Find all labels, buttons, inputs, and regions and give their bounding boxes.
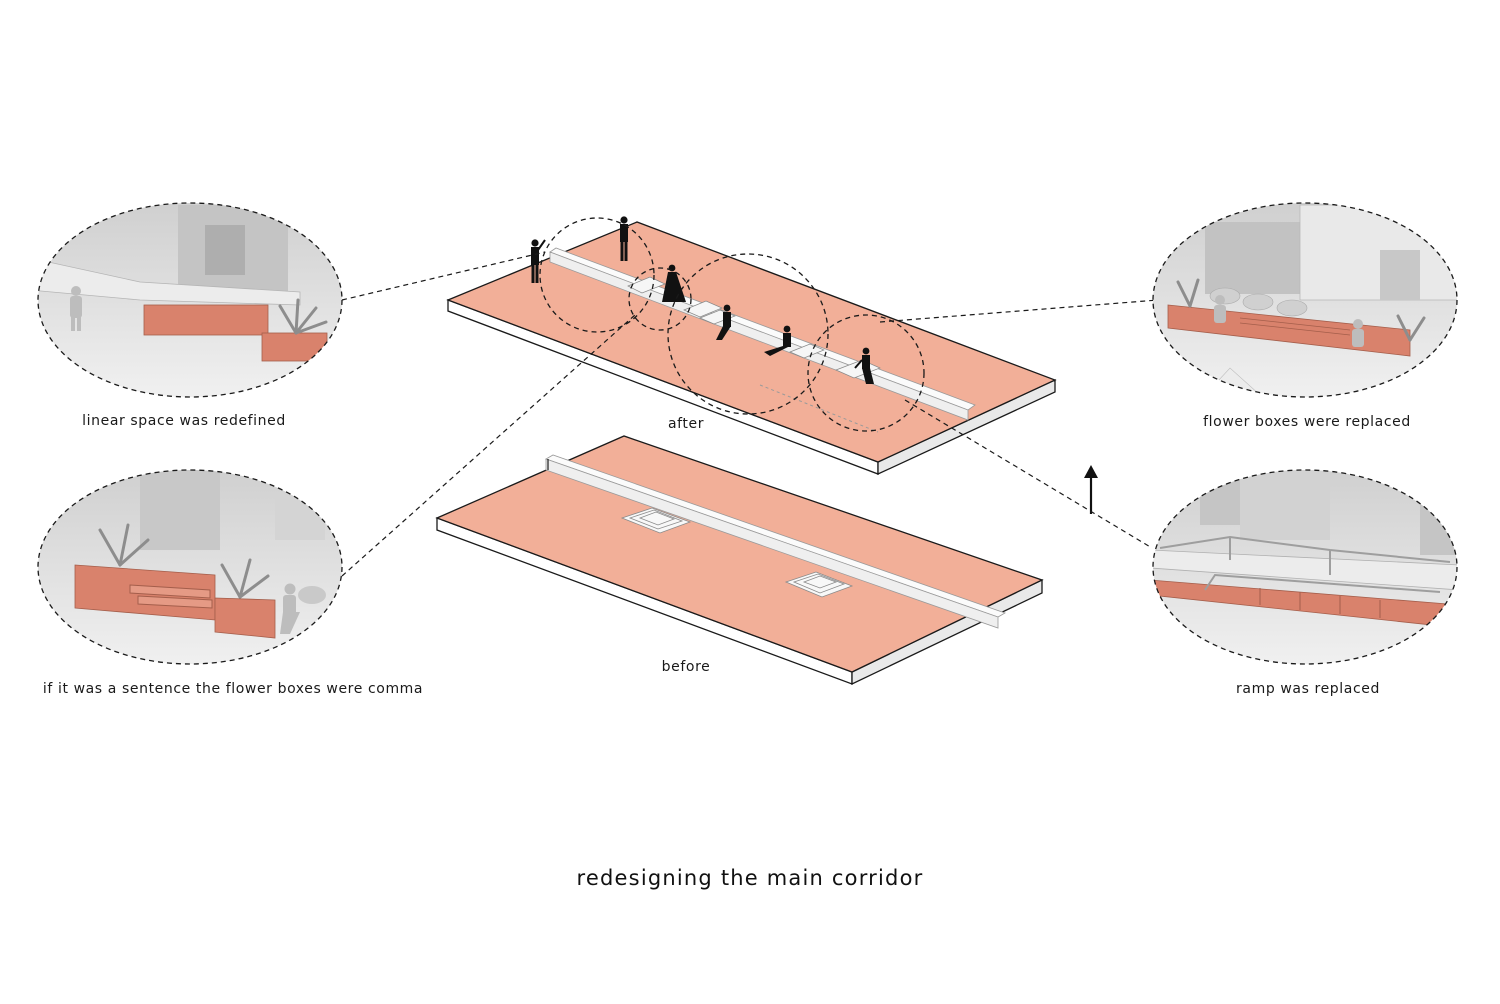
vignette-outline xyxy=(1152,469,1458,665)
before-planter xyxy=(784,571,854,598)
label-before: before xyxy=(661,659,711,675)
person-standing-icon xyxy=(531,239,546,283)
after-seating-blocks xyxy=(627,276,881,379)
vignette-outline xyxy=(37,469,343,665)
arrow-up-icon xyxy=(1084,465,1098,514)
vignette-outline xyxy=(37,202,343,398)
person-walking-icon xyxy=(854,347,874,384)
connector-lines xyxy=(341,251,1159,577)
person-sitting-icon xyxy=(764,325,791,356)
person-sitting-icon xyxy=(280,583,300,634)
label-flower-boxes-replaced: flower boxes were replaced xyxy=(1203,414,1411,430)
after-bench-wall-face xyxy=(549,251,969,421)
plant-icon xyxy=(98,523,270,599)
vignette-outline xyxy=(1152,202,1458,398)
after-zoom-circles xyxy=(539,217,925,432)
plant-icon xyxy=(1176,278,1426,342)
vignette-ramp-replaced xyxy=(1152,469,1458,665)
before-slab xyxy=(435,435,1044,686)
before-planter xyxy=(620,507,692,534)
label-flower-boxes-comma: if it was a sentence the flower boxes we… xyxy=(42,681,424,697)
person-standing-icon xyxy=(620,216,628,261)
vignette-linear-space xyxy=(37,202,343,398)
plant-icon xyxy=(278,298,328,335)
diagram-title: redesigning the main corridor xyxy=(576,866,924,890)
person-sitting-icon xyxy=(1352,319,1364,347)
person-sitting-icon xyxy=(716,304,731,340)
vignette-flower-boxes-replaced xyxy=(1152,202,1458,398)
after-slab-top xyxy=(446,221,1057,463)
person-sitting-icon xyxy=(1214,295,1226,323)
label-ramp-replaced: ramp was replaced xyxy=(1236,681,1380,697)
vignette-flower-boxes-comma xyxy=(37,469,343,665)
label-linear-space: linear space was redefined xyxy=(82,413,286,429)
before-wall xyxy=(545,454,1006,629)
after-people xyxy=(531,216,874,384)
label-after: after xyxy=(667,416,705,432)
person-icon xyxy=(70,286,82,331)
after-slab xyxy=(446,216,1057,476)
